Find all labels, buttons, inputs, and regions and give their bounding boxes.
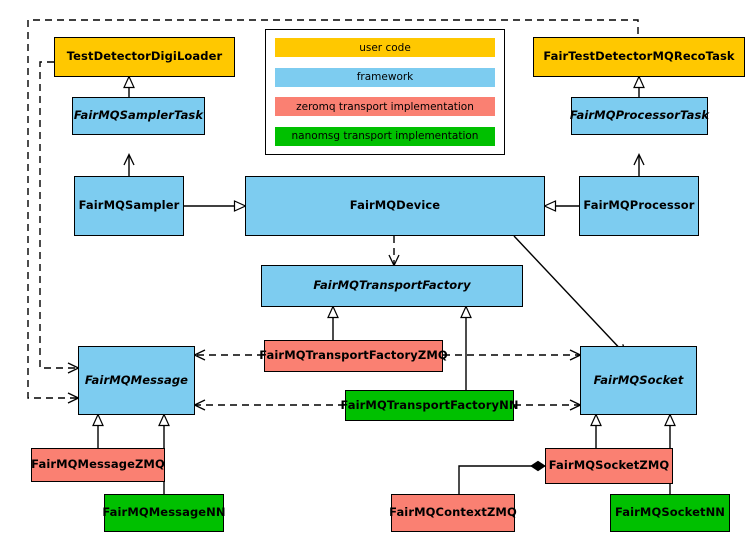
class-box-fairmqsocket[interactable]: FairMQSocket [580, 346, 697, 415]
class-box-fairmqmessage[interactable]: FairMQMessage [78, 346, 195, 415]
legend-item-nanomsg: nanomsg transport implementation [275, 126, 495, 146]
class-box-testdetectordigiloader[interactable]: TestDetectorDigiLoader [54, 37, 235, 77]
legend-item-zeromq: zeromq transport implementation [275, 97, 495, 117]
class-box-fairmqmessagezmq[interactable]: FairMQMessageZMQ [31, 448, 165, 482]
class-box-fairmqsocketnn[interactable]: FairMQSocketNN [610, 494, 730, 532]
edge-device-to-socket [513, 235, 628, 357]
class-box-fairmqprocessor[interactable]: FairMQProcessor [579, 176, 699, 236]
legend-item-framework: framework [275, 67, 495, 87]
class-box-fairmqsampler[interactable]: FairMQSampler [74, 176, 184, 236]
class-box-fairmqtransportfactory[interactable]: FairMQTransportFactory [261, 265, 523, 307]
class-box-fairtestdetectormqrecotask[interactable]: FairTestDetectorMQRecoTask [533, 37, 745, 77]
class-box-fairmqmessagenn[interactable]: FairMQMessageNN [102, 494, 226, 532]
class-box-fairmqprocessortask[interactable]: FairMQProcessorTask [570, 97, 709, 135]
class-box-fairmqtransportfactorynn[interactable]: FairMQTransportFactoryNN [340, 390, 518, 421]
legend-item-user-code: user code [275, 38, 495, 57]
class-box-fairmqcontextzmq[interactable]: FairMQContextZMQ [389, 494, 517, 532]
class-box-fairmqsamplertask[interactable]: FairMQSamplerTask [72, 97, 205, 135]
class-box-fairmqtransportfactoryzmq[interactable]: FairMQTransportFactoryZMQ [259, 340, 448, 372]
legend: user code framework zeromq transport imp… [265, 29, 505, 155]
class-box-fairmqsocketzmq[interactable]: FairMQSocketZMQ [545, 448, 673, 484]
class-box-fairmqdevice[interactable]: FairMQDevice [245, 176, 545, 236]
edge-contextzmq-to-socketzmq [458, 460, 546, 494]
